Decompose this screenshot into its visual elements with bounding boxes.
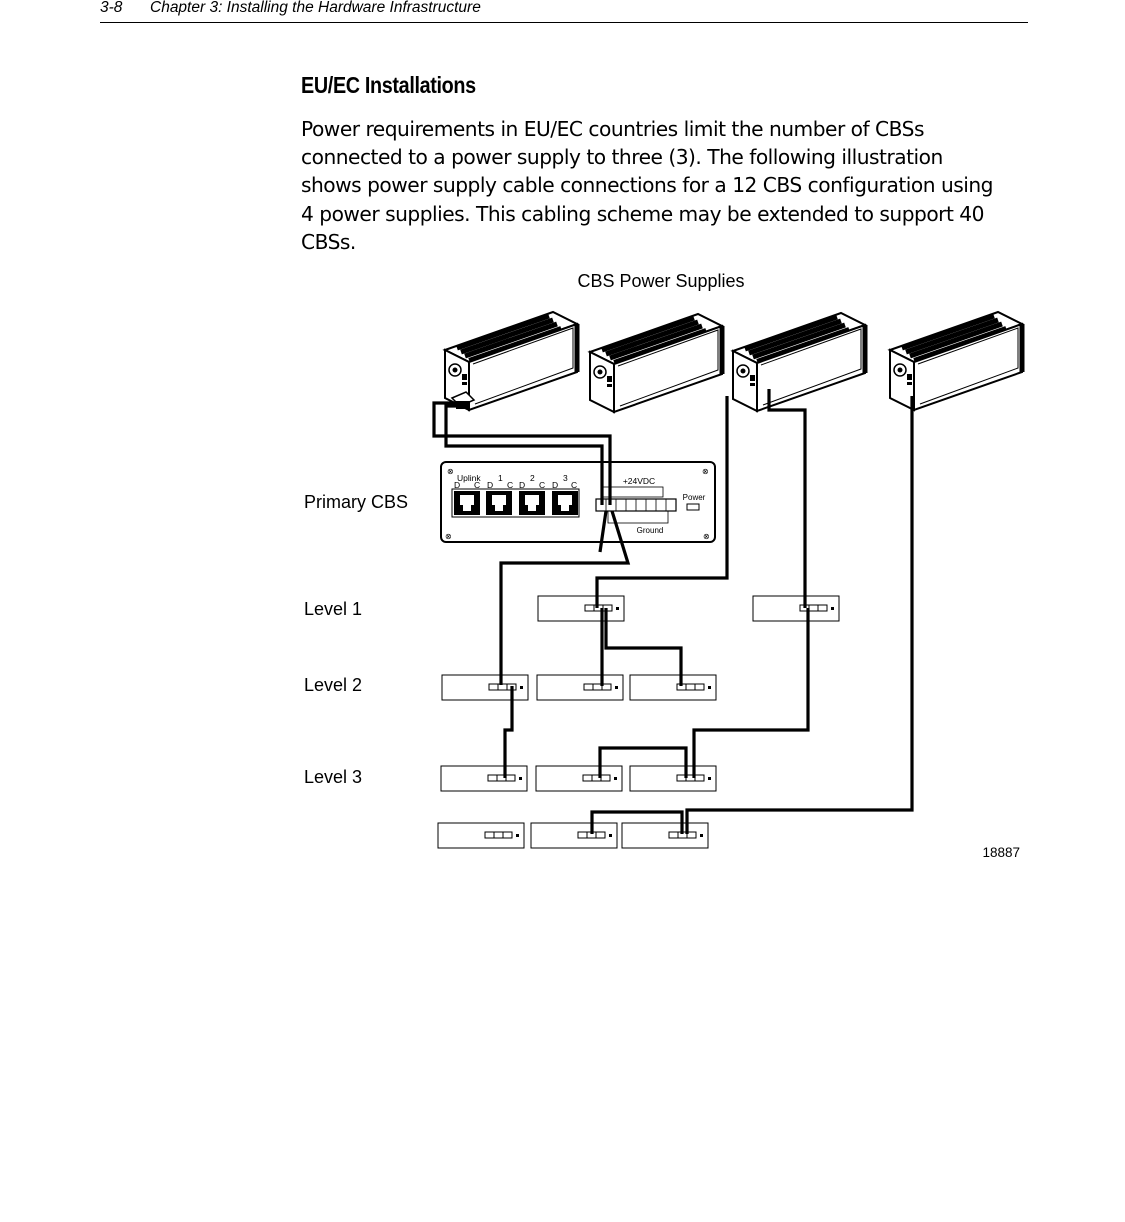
port-letter: C (571, 480, 577, 490)
cbs-level2-a (441, 674, 529, 701)
chapter-title: Chapter 3: Installing the Hardware Infra… (150, 0, 481, 16)
svg-text:⊗: ⊗ (447, 467, 454, 476)
port-number-1: 1 (498, 473, 503, 483)
svg-text:⊗: ⊗ (702, 467, 709, 476)
figure-number: 18887 (982, 845, 1020, 860)
power-label: Power (683, 493, 706, 502)
power-supply-2 (590, 314, 722, 412)
page-number: 3-8 (100, 0, 123, 16)
port-letter: C (507, 480, 513, 490)
cbs-level3-b (535, 765, 623, 792)
dc-plug (450, 391, 476, 409)
cbs-level2-b (536, 674, 624, 701)
label-level-2: Level 2 (304, 675, 362, 695)
cbs-level3-c (629, 765, 717, 792)
voltage-label: +24VDC (623, 476, 655, 486)
port-letter: D (519, 480, 525, 490)
label-level-1: Level 1 (304, 599, 362, 619)
power-cables (432, 389, 914, 834)
svg-text:⊗: ⊗ (445, 532, 452, 541)
port-letter: C (539, 480, 545, 490)
port-letter: D (487, 480, 493, 490)
power-supply-4 (890, 312, 1022, 410)
uplink-label: Uplink (457, 473, 481, 483)
primary-cbs-panel: ⊗ ⊗ ⊗ ⊗ Uplink 1 2 3 D C D C D C D C +24… (440, 461, 716, 543)
section-heading: EU/EC Installations (301, 72, 476, 98)
port-number-3: 3 (563, 473, 568, 483)
port-number-2: 2 (530, 473, 535, 483)
label-level-3: Level 3 (304, 767, 362, 787)
cbs-level4-b (530, 822, 618, 849)
cbs-level4-a (437, 822, 525, 849)
label-primary-cbs: Primary CBS (304, 492, 408, 512)
ground-label: Ground (637, 526, 664, 535)
section-body: Power requirements in EU/EC countries li… (301, 117, 993, 254)
port-letter: D (552, 480, 558, 490)
cbs-level4-c (621, 822, 709, 849)
svg-text:⊗: ⊗ (703, 532, 710, 541)
cbs-level1-b (752, 595, 840, 622)
power-supply-3 (733, 313, 865, 411)
cbs-level1-a (537, 595, 625, 622)
cbs-level3-a (440, 765, 528, 792)
port-letter: C (474, 480, 480, 490)
port-letter: D (454, 480, 460, 490)
figure-title: CBS Power Supplies (577, 271, 744, 291)
cbs-level2-c (629, 674, 717, 701)
page-header: 3-8 Chapter 3: Installing the Hardware I… (100, 0, 1028, 23)
